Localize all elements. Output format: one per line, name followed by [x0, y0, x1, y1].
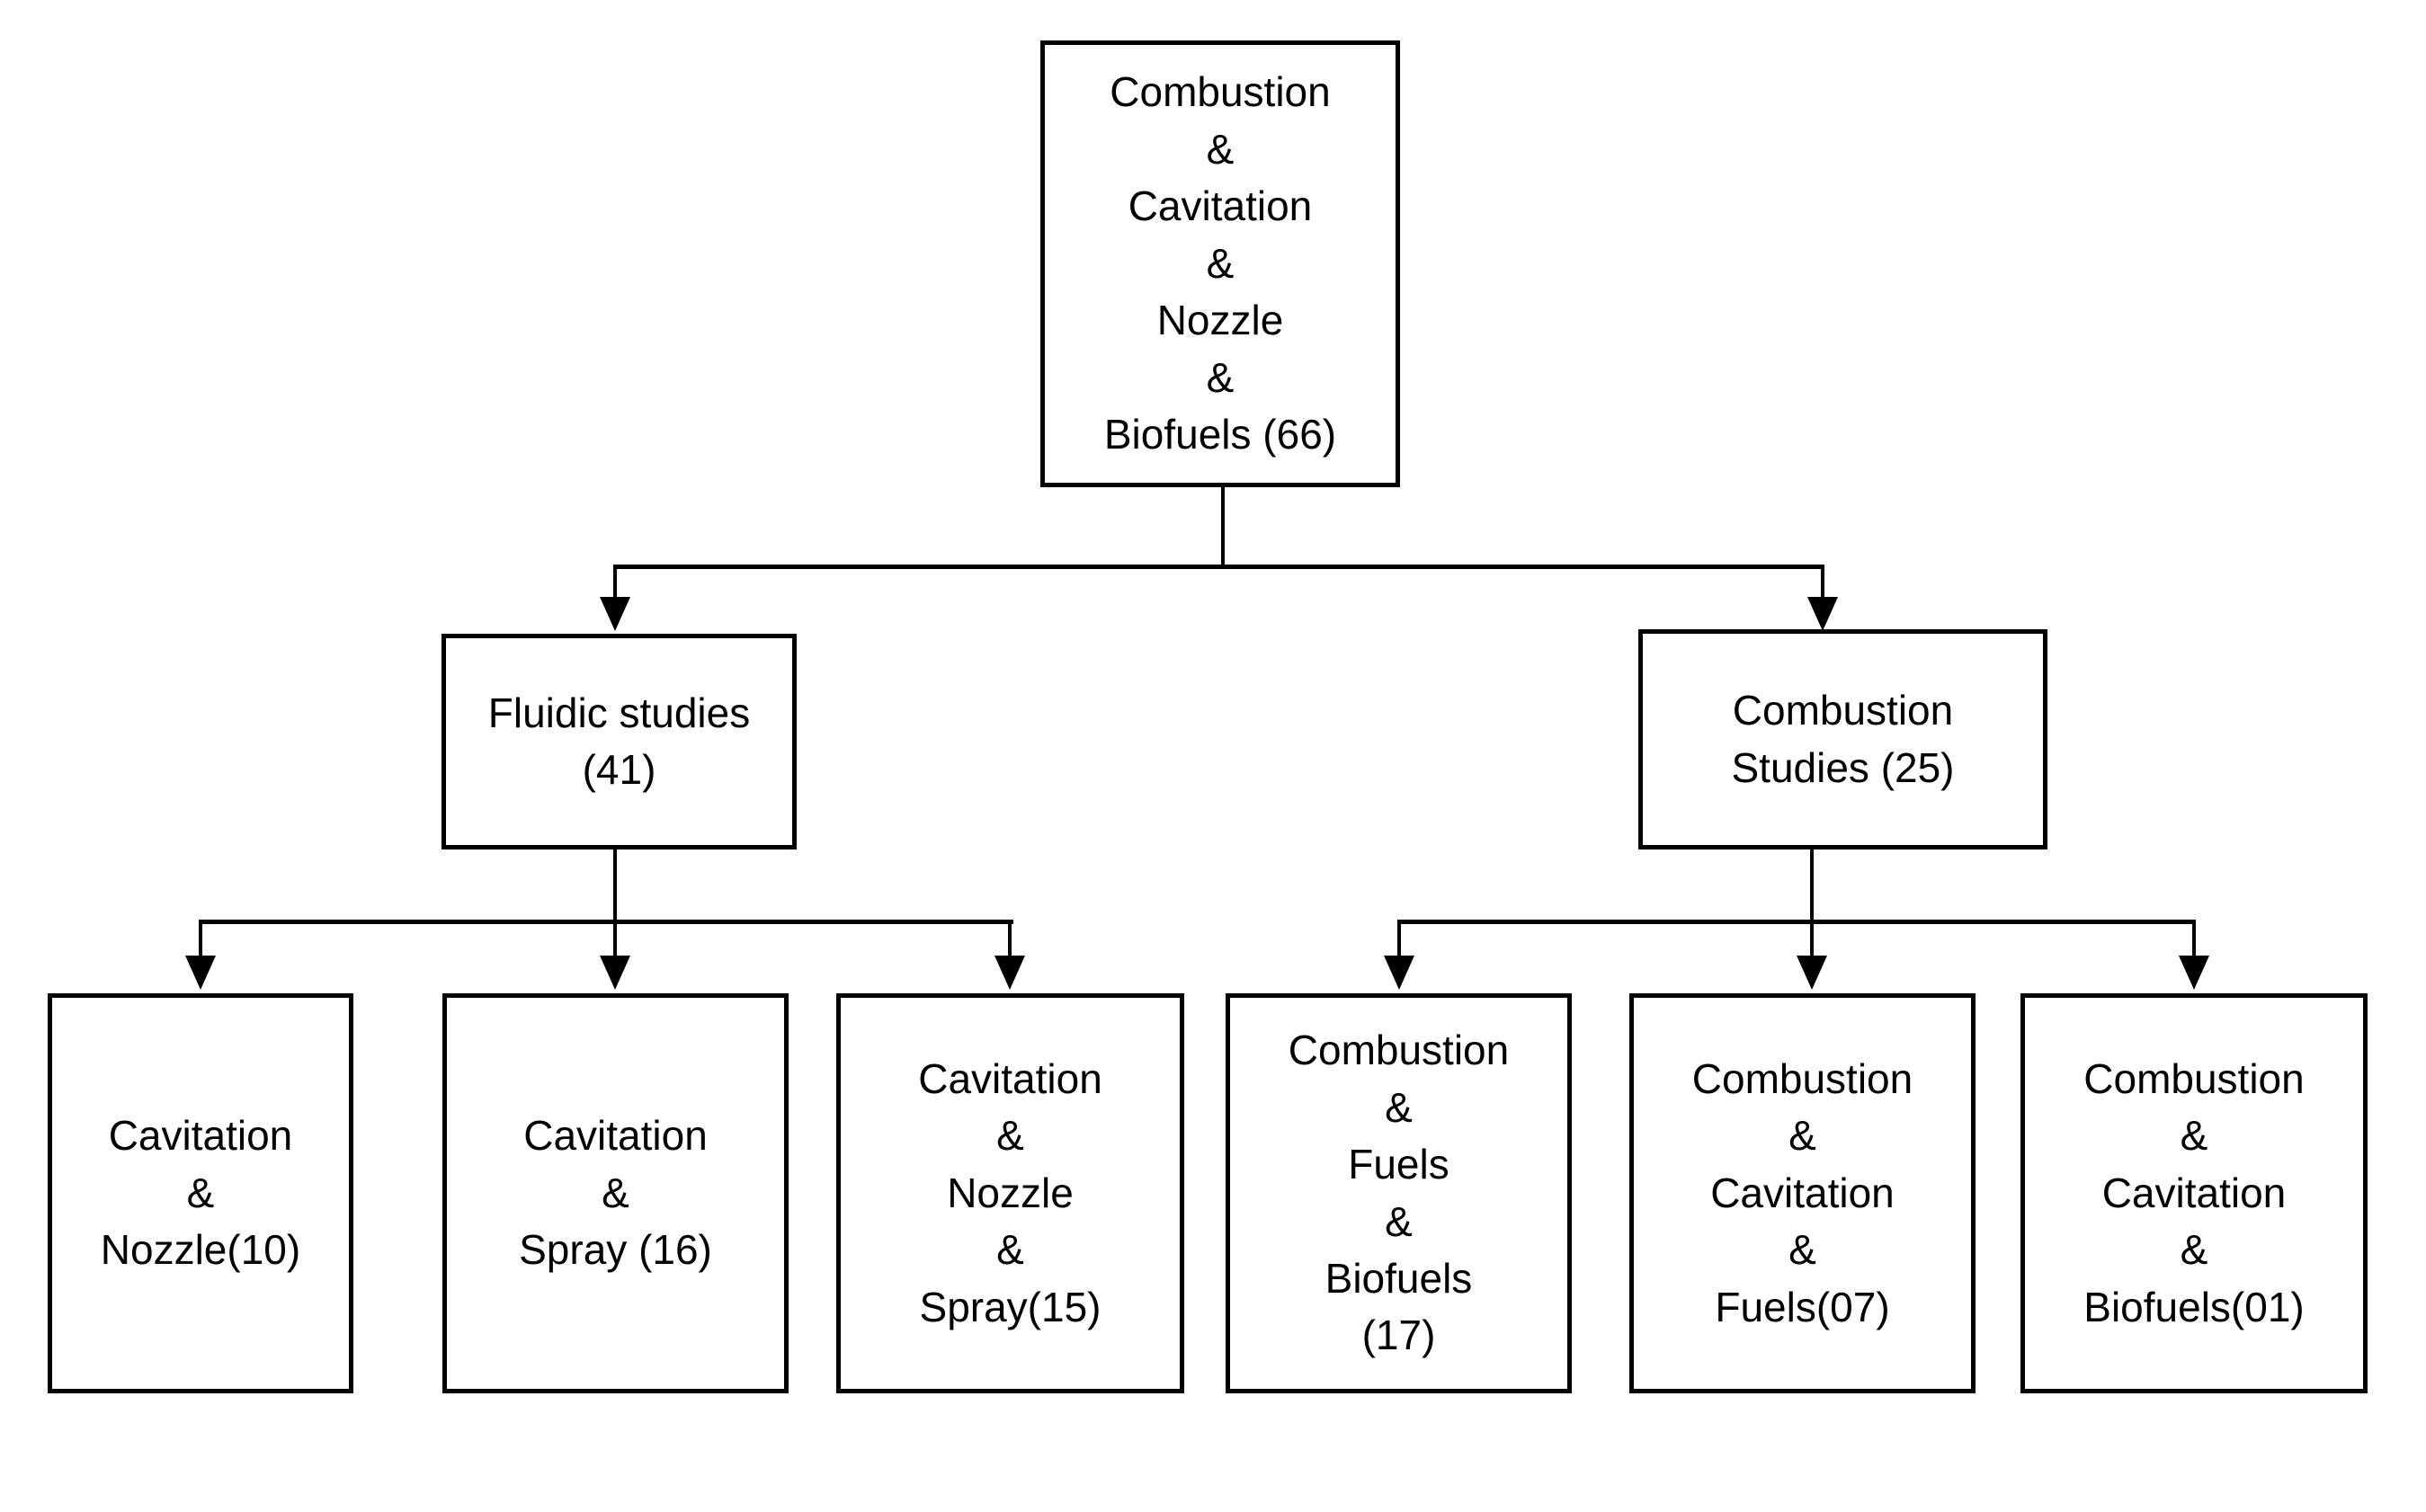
connector-main-horizontal	[613, 565, 1824, 569]
arrowhead-into-combustion-fuels-biofuels	[1384, 956, 1414, 990]
node-cavitation-nozzle: Cavitation & Nozzle(10)	[48, 993, 353, 1393]
arrowhead-into-fluidic-studies	[600, 597, 630, 631]
connector-right-distributor	[1397, 920, 2196, 924]
node-combustion-fuels-biofuels: Combustion & Fuels & Biofuels (17)	[1226, 993, 1572, 1393]
connector-fluidic-drop	[613, 849, 617, 923]
connector-combustion-drop	[1810, 849, 1814, 923]
node-root-combustion-cavitation-nozzle-biofuels: Combustion & Cavitation & Nozzle & Biofu…	[1040, 40, 1400, 487]
connector-left-distributor	[199, 920, 1013, 924]
arrowhead-into-combustion-cavitation-fuels	[1797, 956, 1827, 990]
arrowhead-into-combustion-cavitation-biofuels	[2179, 956, 2209, 990]
connector-leaf2-drop	[613, 920, 617, 959]
connector-leaf6-drop	[2192, 920, 2196, 959]
connector-leaf1-drop	[199, 920, 202, 959]
connector-leaf5-drop	[1810, 920, 1814, 959]
arrowhead-into-cavitation-nozzle	[185, 956, 216, 990]
node-combustion-studies: Combustion Studies (25)	[1638, 629, 2047, 849]
node-combustion-cavitation-fuels: Combustion & Cavitation & Fuels(07)	[1629, 993, 1976, 1393]
connector-combustion-feed	[1821, 565, 1824, 600]
arrowhead-into-cavitation-nozzle-spray	[994, 956, 1025, 990]
connector-fluidic-feed	[613, 565, 617, 600]
node-combustion-cavitation-biofuels: Combustion & Cavitation & Biofuels(01)	[2020, 993, 2368, 1393]
node-cavitation-nozzle-spray: Cavitation & Nozzle & Spray(15)	[836, 993, 1184, 1393]
arrowhead-into-cavitation-spray	[600, 956, 630, 990]
connector-leaf3-drop	[1008, 920, 1012, 959]
arrowhead-into-combustion-studies	[1807, 597, 1838, 631]
connector-root-drop	[1221, 487, 1225, 568]
node-cavitation-spray: Cavitation & Spray (16)	[442, 993, 789, 1393]
connector-leaf4-drop	[1397, 920, 1401, 959]
node-fluidic-studies: Fluidic studies (41)	[441, 634, 797, 849]
